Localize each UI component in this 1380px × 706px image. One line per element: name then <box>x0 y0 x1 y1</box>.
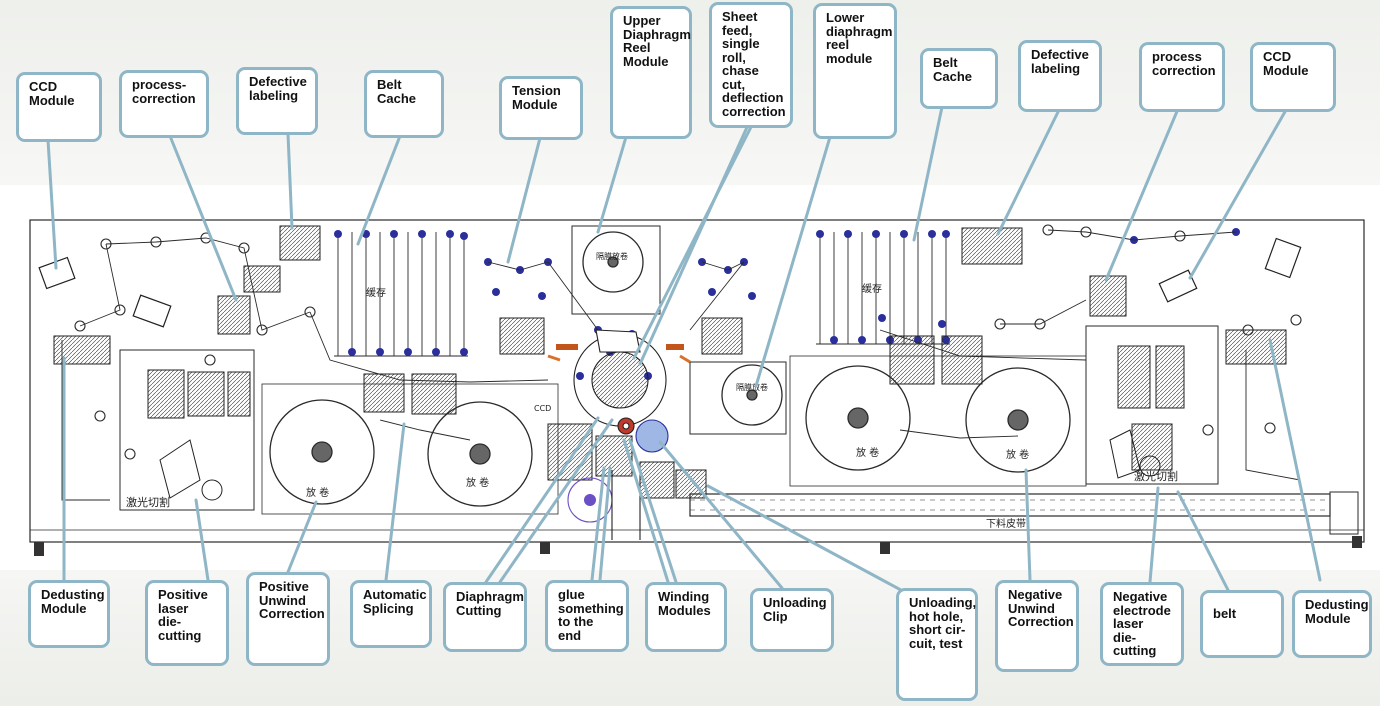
label-upper-separator: 隔膜放卷 <box>596 251 628 261</box>
discharge-belt-drawing <box>689 491 1359 535</box>
label-cache-right: 缓存 <box>862 282 882 295</box>
ccd-cameras <box>38 237 1302 328</box>
label-cache-left: 缓存 <box>366 286 386 299</box>
callout-sheet-feed: Sheet feed, single roll, chase cut, defl… <box>709 2 793 128</box>
callout-ccd-module-right: CCD Module <box>1250 42 1336 112</box>
web-paths <box>61 229 1301 501</box>
label-unwind-1: 放 卷 <box>306 486 329 499</box>
callout-unloading-clip: Unloading Clip <box>750 588 834 652</box>
label-unwind-3: 放 卷 <box>856 446 879 459</box>
callout-negative-unwind-correction: Negative Unwind Correction <box>995 580 1079 672</box>
drawing-labels: 激光切割 激光切割 放 卷 放 卷 放 卷 放 卷 缓存 缓存 隔膜放卷 隔膜放… <box>126 251 1178 530</box>
callout-unloading-hot-hole: Unloading, hot hole, short cir- cuit, te… <box>896 588 978 701</box>
label-unwind-4: 放 卷 <box>1006 448 1029 461</box>
label-laser-cut-right: 激光切割 <box>1134 469 1178 483</box>
callout-dedusting-module-left: Dedusting Module <box>28 580 110 648</box>
callout-tension-module: Tension Module <box>499 76 583 140</box>
callout-winding-modules: Winding Modules <box>645 582 727 652</box>
unwind-reels <box>269 231 1071 507</box>
callout-belt-cache-left: Belt Cache <box>364 70 444 138</box>
callout-positive-laser-die-cutting: Positive laser die-cutting <box>145 580 229 666</box>
callout-belt: belt <box>1200 590 1284 658</box>
label-lower-separator: 隔膜放卷 <box>736 382 768 392</box>
callout-negative-electrode-laser-die-cutting: Negative electrode laser die-cutting <box>1100 582 1184 666</box>
label-ccd: CCD <box>534 404 551 413</box>
callout-dedusting-module-right: Dedusting Module <box>1292 590 1372 658</box>
callout-process-correction-right: process correction <box>1139 42 1225 112</box>
winding-turret <box>547 329 691 540</box>
callout-ccd-module-left: CCD Module <box>16 72 102 142</box>
mechanism-blocks <box>53 225 1287 499</box>
laser-units <box>159 429 1161 501</box>
machine-frame <box>29 219 1365 543</box>
label-discharge-belt: 下料皮带 <box>986 517 1026 530</box>
cache-rails <box>334 232 950 357</box>
callout-diaphragm-cutting: Diaphragm Cutting <box>443 582 527 652</box>
machine-feet <box>34 536 1362 556</box>
leader-lines <box>46 105 1322 598</box>
callout-upper-diaphragm-reel-module: Upper Diaphragm Reel Module <box>610 6 692 139</box>
callout-automatic-splicing: Automatic Splicing <box>350 580 432 648</box>
callout-glue-something: glue something to the end <box>545 580 629 652</box>
callout-defective-labeling-left: Defective labeling <box>236 67 318 135</box>
callout-positive-unwind-correction: Positive Unwind Correction <box>246 572 330 666</box>
callout-lower-diaphragm-reel-module: Lower diaphragm reel module <box>813 3 897 139</box>
label-unwind-2: 放 卷 <box>466 476 489 489</box>
callout-process-correction-left: process- correction <box>119 70 209 138</box>
callout-belt-cache-right: Belt Cache <box>920 48 998 109</box>
callout-defective-labeling-right: Defective labeling <box>1018 40 1102 112</box>
label-laser-cut-left: 激光切割 <box>126 495 170 509</box>
